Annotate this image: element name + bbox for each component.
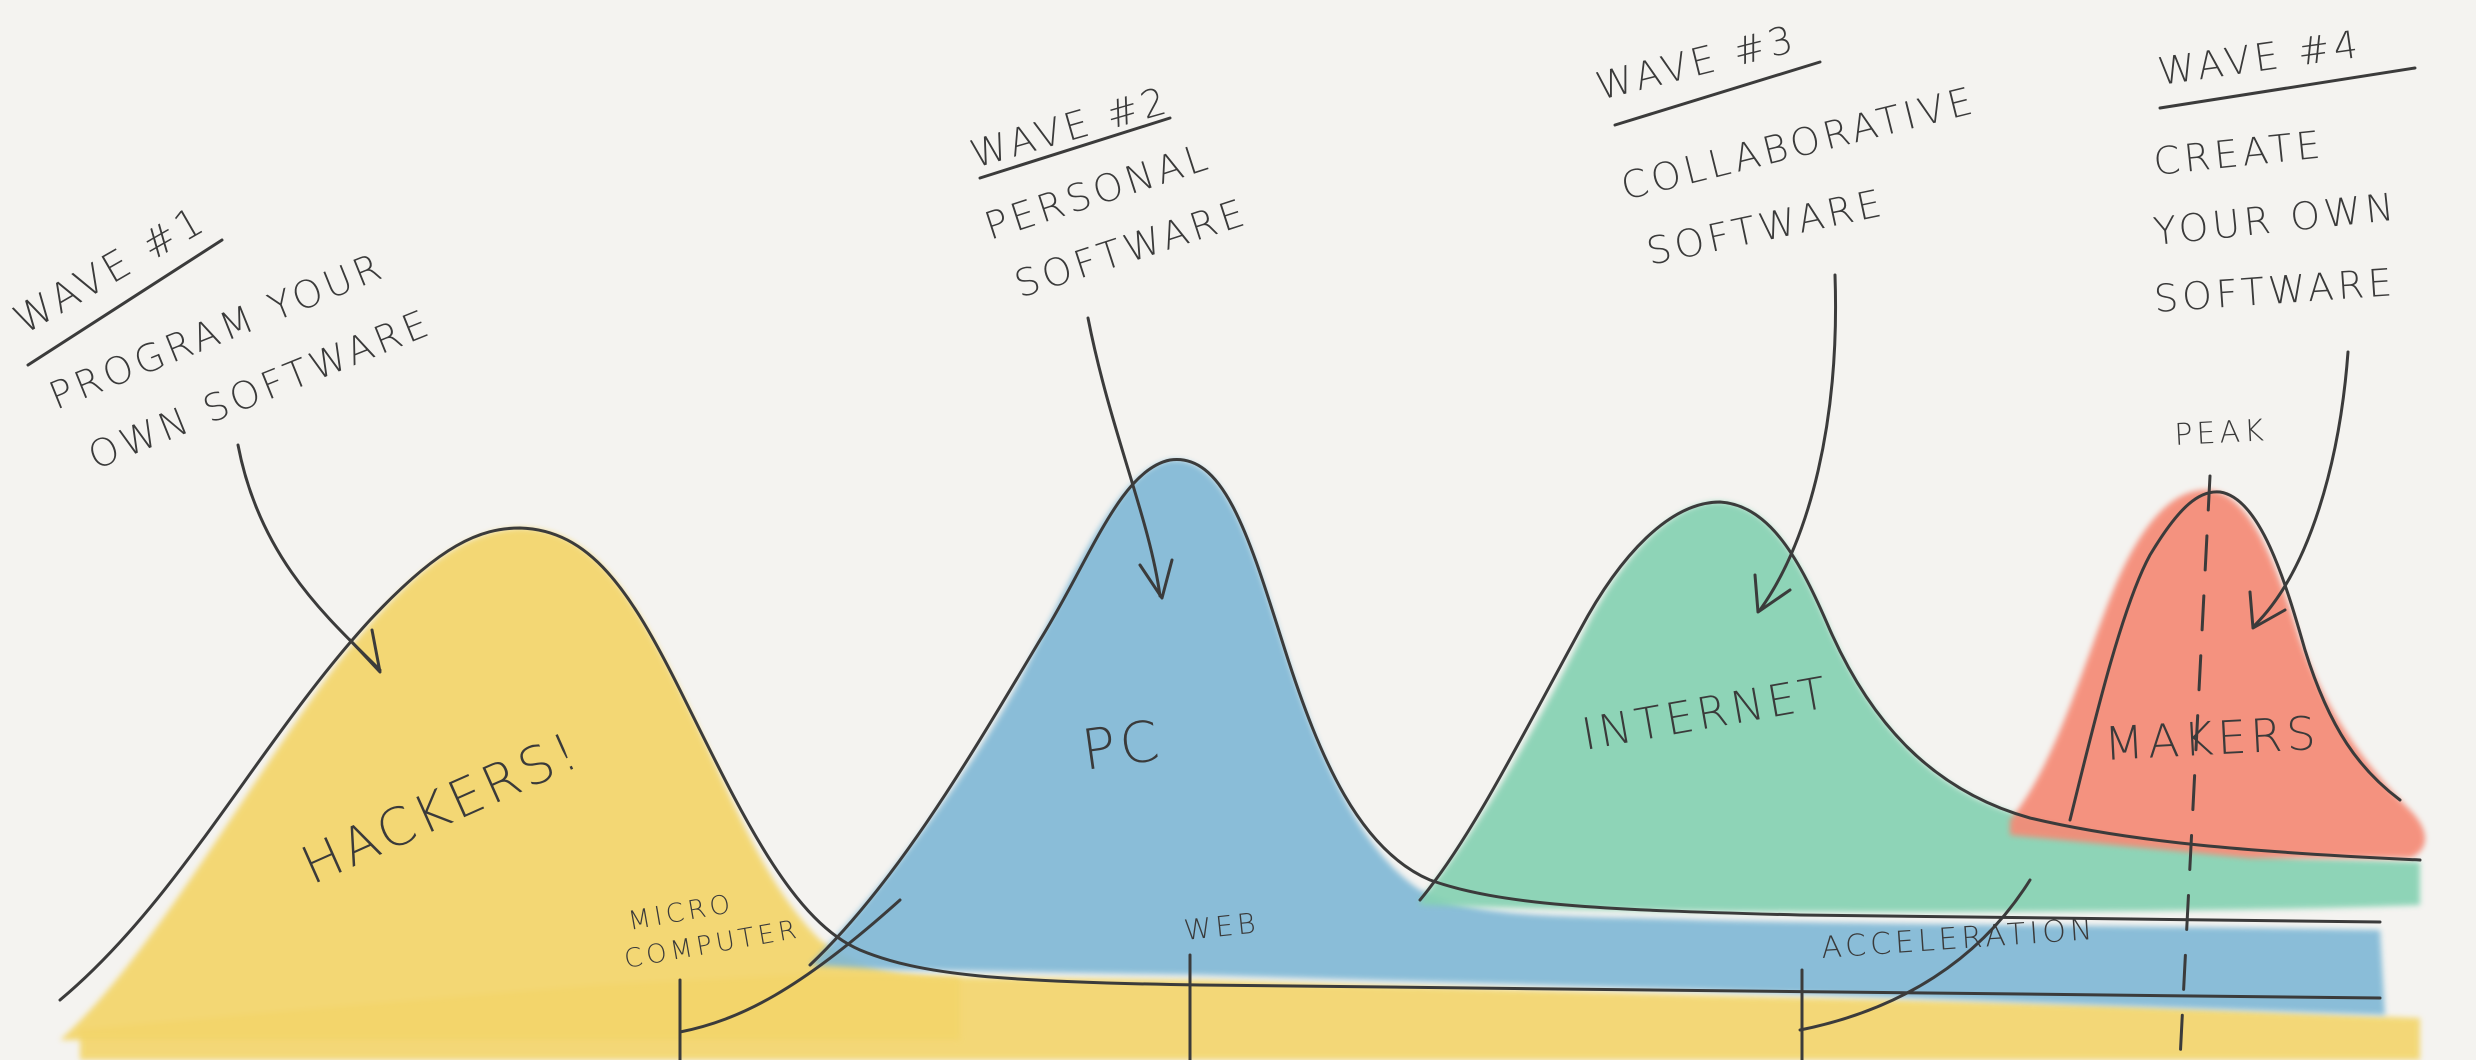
wave4-underline xyxy=(2158,66,2417,110)
wave2-underline xyxy=(978,116,1172,180)
wave3-fill xyxy=(1420,501,2420,912)
web-label: WEB xyxy=(1182,906,1261,947)
wave1-arrowhead xyxy=(348,628,382,674)
wave2-outline xyxy=(808,458,2382,967)
wave4-fill xyxy=(2010,489,2425,858)
wave2-label: PC xyxy=(1078,708,1167,784)
wave4-outline xyxy=(2068,490,2402,822)
wave3-arrow xyxy=(1758,273,1838,612)
peak-dashed-line xyxy=(2178,474,2212,1060)
wave4-caption-line-3: SOFTWARE xyxy=(2153,260,2398,321)
wave4-caption-line-1: CREATE xyxy=(2151,122,2326,184)
wave4-label: MAKERS xyxy=(2103,706,2321,771)
wave3-caption-line-1: COLLABORATIVE xyxy=(1617,78,1981,209)
wave1-hump-fill xyxy=(60,528,960,1040)
wave4-arrowhead xyxy=(2248,590,2287,630)
wave1-arrow xyxy=(236,443,382,672)
wave4-arrow xyxy=(2253,350,2350,627)
wave2-arrow xyxy=(1086,316,1162,598)
wave1-underline xyxy=(26,238,224,367)
peak-label: PEAK xyxy=(2174,413,2269,453)
wave4-caption-line-2: YOUR OWN xyxy=(2151,185,2400,254)
wave2-fill xyxy=(810,459,2385,1015)
wave3-outline xyxy=(1418,500,2422,902)
wave1-outline xyxy=(58,526,2382,1002)
acceleration-curve xyxy=(678,898,902,1034)
acceleration-curve-2 xyxy=(1798,878,2032,1032)
wave3-heading: WAVE #3 xyxy=(1592,16,1802,108)
wave2-arrowhead xyxy=(1138,558,1174,600)
wave3-underline xyxy=(1613,60,1822,127)
wave4-heading: WAVE #4 xyxy=(2155,22,2364,94)
wave3-arrowhead xyxy=(1753,573,1792,614)
